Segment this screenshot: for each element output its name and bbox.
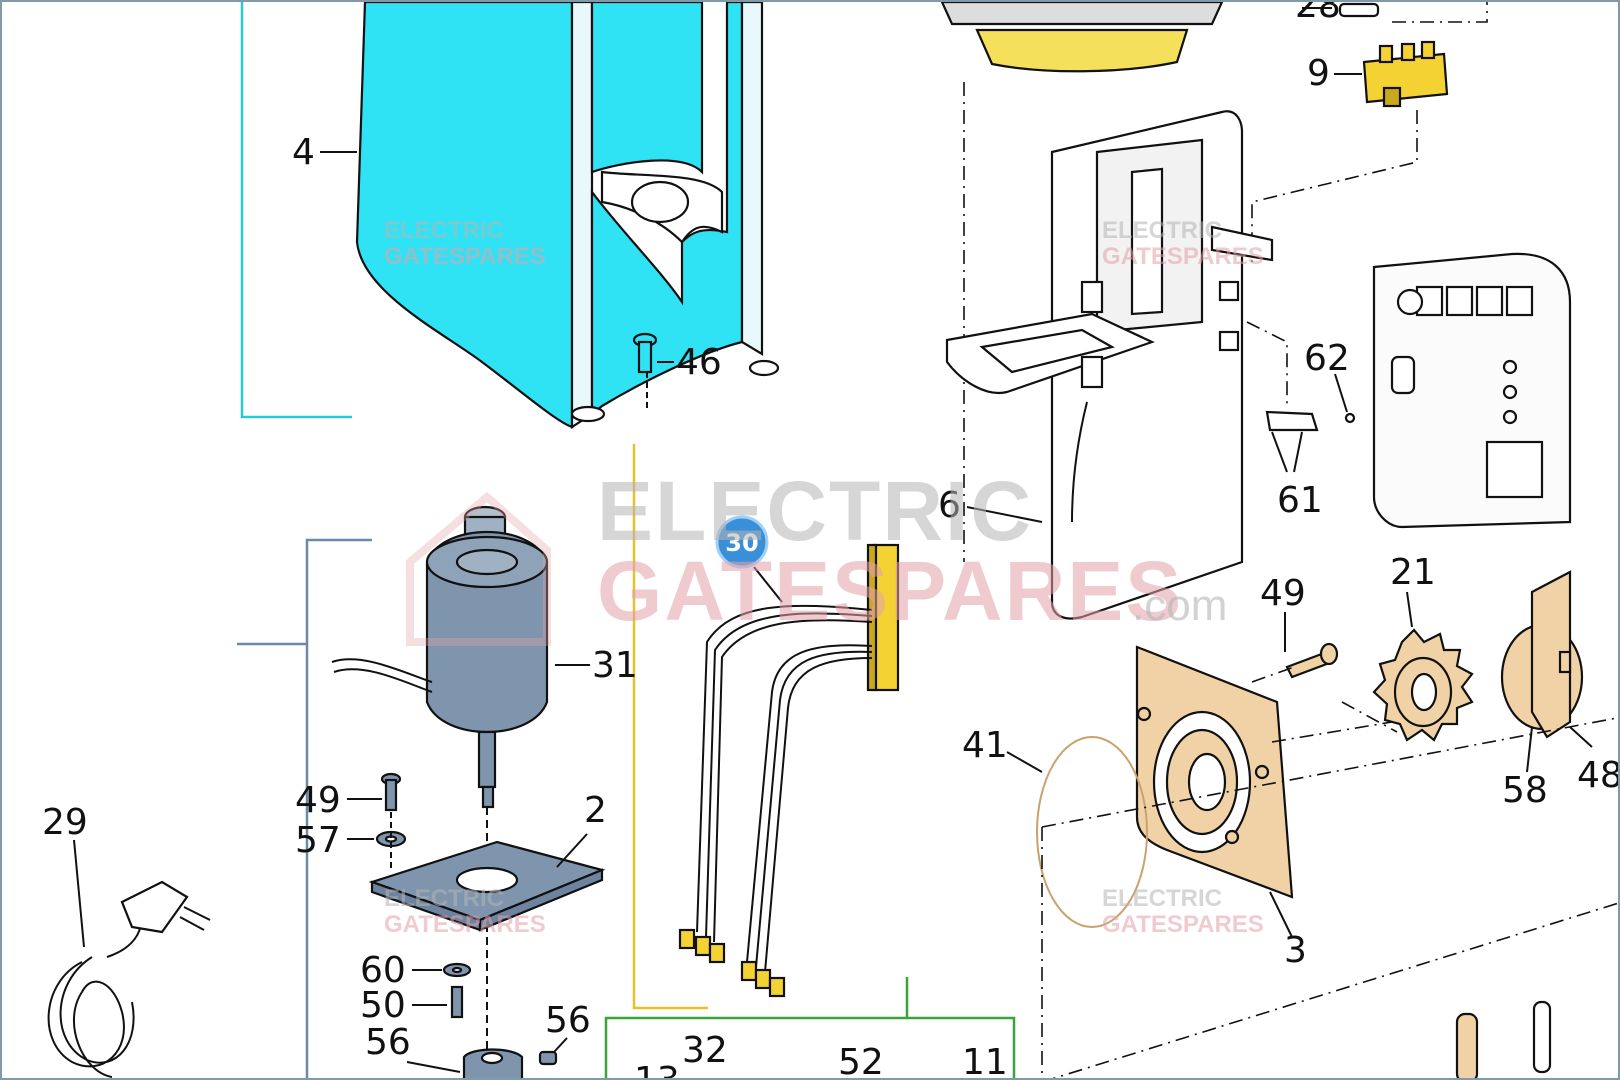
- watermark-center: ELECTRIC GATESPARES .com: [406, 464, 1227, 646]
- watermark-small-line1: ELECTRIC: [1102, 217, 1222, 244]
- watermark-top-right: ELECTRIC GATESPARES: [1102, 217, 1264, 270]
- callout-9[interactable]: 9: [1307, 53, 1330, 94]
- callout-60[interactable]: 60: [360, 950, 406, 991]
- watermark-line2: GATESPARES: [597, 544, 1183, 638]
- hotspot-label[interactable]: 30: [725, 529, 758, 557]
- callout-21[interactable]: 21: [1390, 552, 1436, 593]
- screw-part-50: [442, 962, 472, 1019]
- o-ring-part-41: [1036, 736, 1148, 928]
- gear-plate-part-3: [1135, 645, 1294, 899]
- watermark-top-left: ELECTRIC GATESPARES: [384, 217, 546, 270]
- watermark-small-line2: GATESPARES: [1102, 911, 1264, 938]
- screw-part-49-left: [375, 772, 407, 872]
- watermark-small-line1: ELECTRIC: [384, 885, 504, 912]
- callout-50[interactable]: 50: [360, 985, 406, 1026]
- pin-parts-bottom-right: [1455, 1000, 1552, 1078]
- motor-plate-part-2: [368, 840, 606, 932]
- callout-52[interactable]: 52: [838, 1042, 884, 1080]
- group-bracket-bottom: [604, 977, 1016, 1078]
- transformer-part: [940, 2, 1224, 73]
- callout-29[interactable]: 29: [42, 802, 88, 843]
- screw-part-49-right: [1285, 642, 1339, 679]
- group-bracket-cover: [240, 2, 352, 419]
- callout-46[interactable]: 46: [676, 342, 722, 383]
- callout-62[interactable]: 62: [1304, 338, 1350, 379]
- pinion-part-56: [462, 1048, 558, 1078]
- gear-part-21: [1372, 628, 1474, 742]
- callout-49-left[interactable]: 49: [295, 780, 341, 821]
- callout-48[interactable]: 48: [1577, 755, 1620, 796]
- control-board-box: [1372, 252, 1572, 529]
- callout-61[interactable]: 61: [1277, 480, 1323, 521]
- callout-32[interactable]: 32: [682, 1030, 728, 1071]
- motor-part-31: [331, 505, 549, 1078]
- callout-4[interactable]: 4: [292, 132, 315, 173]
- watermark-line1: ELECTRIC: [597, 464, 1033, 558]
- watermark-small-line2: GATESPARES: [384, 911, 546, 938]
- group-bracket-wiring: [632, 444, 708, 1010]
- power-cable-part-29: [47, 880, 211, 1078]
- cover-part-4: [355, 2, 780, 430]
- callout-6[interactable]: 6: [938, 485, 961, 526]
- screw-part-46: [632, 332, 658, 412]
- watermark-small-line1: ELECTRIC: [1102, 885, 1222, 912]
- callout-58[interactable]: 58: [1502, 770, 1548, 811]
- bracket-part-48: [1530, 570, 1572, 739]
- watermark-small-line1: ELECTRIC: [384, 217, 504, 244]
- watermark-bottom-right: ELECTRIC GATESPARES: [1102, 885, 1264, 938]
- watermark-suffix: .com: [1132, 581, 1227, 630]
- hotspot-30[interactable]: 30: [715, 515, 769, 569]
- callout-11[interactable]: 11: [962, 1042, 1008, 1080]
- watermark-small-line2: GATESPARES: [1102, 243, 1264, 270]
- callout-31[interactable]: 31: [592, 645, 638, 686]
- callout-13[interactable]: 13: [634, 1060, 680, 1080]
- wiring-harness-part-30: [678, 543, 900, 998]
- callout-49-right[interactable]: 49: [1260, 573, 1306, 614]
- callout-56-left[interactable]: 56: [365, 1022, 411, 1063]
- callout-56-right[interactable]: 56: [545, 1000, 591, 1041]
- fuse-part-28: [1338, 2, 1380, 18]
- callout-57[interactable]: 57: [295, 820, 341, 861]
- watermark-bottom-left: ELECTRIC GATESPARES: [384, 885, 546, 938]
- callout-3[interactable]: 3: [1284, 930, 1307, 971]
- callout-2[interactable]: 2: [584, 790, 607, 831]
- terminal-block-part-9: [1362, 40, 1449, 108]
- control-housing-part-6: [945, 110, 1274, 620]
- switch-part-61: [1265, 410, 1356, 432]
- watermark-small-line2: GATESPARES: [384, 243, 546, 270]
- house-plug-icon: [406, 491, 551, 646]
- callout-28[interactable]: 28: [1295, 2, 1341, 26]
- group-bracket-motor: [237, 538, 372, 1078]
- callout-41[interactable]: 41: [962, 725, 1008, 766]
